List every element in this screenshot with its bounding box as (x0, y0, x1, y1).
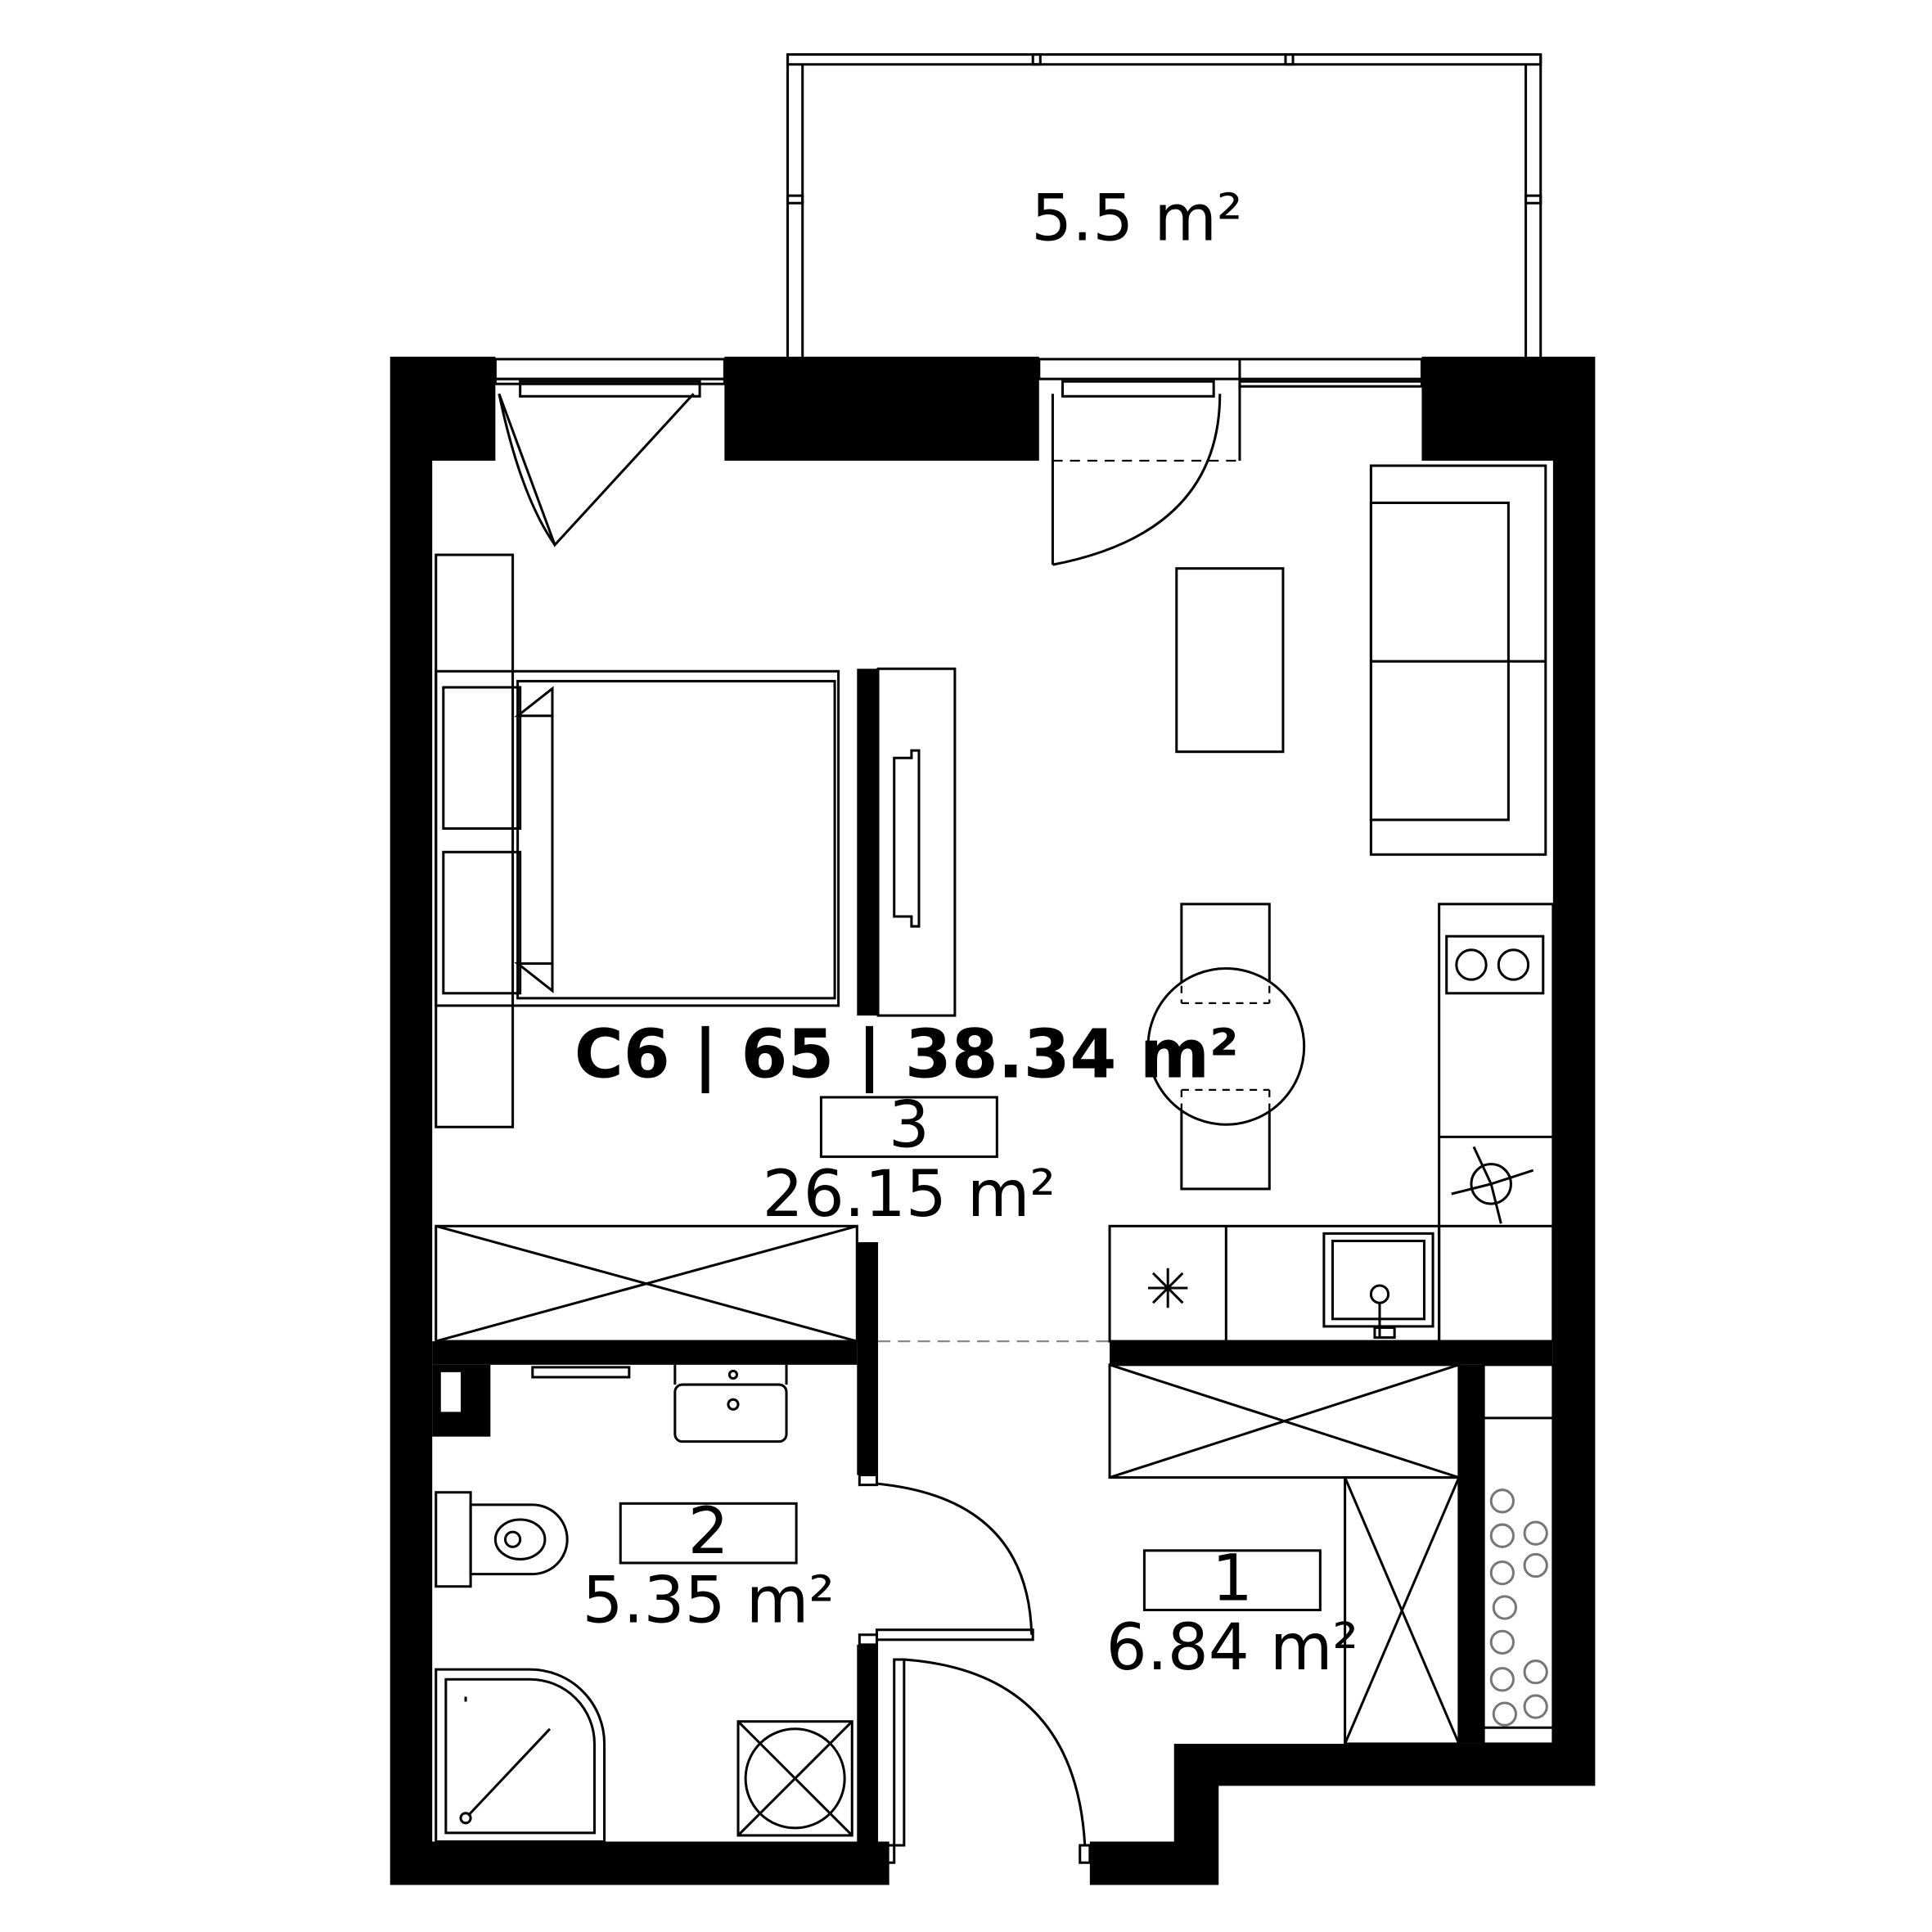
pantry-items-icon (1489, 1488, 1548, 1727)
washer-cross (736, 1720, 853, 1837)
shower-inner (444, 1678, 596, 1835)
washbasin (673, 1383, 788, 1443)
entrance-door-leaf (893, 1658, 906, 1847)
exterior-wall-left (390, 356, 889, 1885)
cooktop (1445, 934, 1545, 995)
basin-tap (727, 1369, 739, 1380)
faucet-icon (1369, 1284, 1396, 1340)
toilet-bowl (469, 1503, 569, 1576)
partition-vertical-upper (857, 1242, 879, 1475)
door-jamb (858, 1633, 879, 1646)
nightstand-top (442, 686, 522, 831)
partition-storage (1458, 1364, 1484, 1744)
bathroom-fixtures (435, 1364, 853, 1844)
window-sill (1238, 380, 1423, 388)
wardrobe-cross (435, 1224, 858, 1343)
door-stop (876, 1844, 896, 1864)
balcony-post (786, 194, 804, 205)
balcony-rail-top (786, 53, 1542, 66)
room-1-number-box (1142, 1549, 1322, 1612)
wardrobe-box (435, 1224, 858, 1343)
bed (435, 669, 840, 1007)
nightstand-bottom (442, 850, 522, 995)
tv-screen (893, 749, 921, 928)
room-1-area: 6.84 m² (1106, 1610, 1358, 1685)
balcony-post (1031, 53, 1042, 66)
door-stop (1079, 1844, 1092, 1864)
labels: 5.5 m² C6 | 65 | 38.34 m² 3 26.15 m² 2 5… (574, 181, 1358, 1686)
towel-rail (531, 1366, 631, 1379)
mattress (516, 679, 836, 1000)
window-pier (724, 356, 1039, 462)
balcony-door-swing (1052, 394, 1222, 566)
bed-area (435, 553, 840, 1128)
unit-title: C6 | 65 | 38.34 m² (574, 1016, 1239, 1095)
bath-shaft (432, 1364, 491, 1437)
kitchen-counter-bottom (1108, 1224, 1555, 1343)
door-jamb (858, 1474, 879, 1487)
extractor-fan-icon (1451, 1146, 1534, 1224)
window-frame-right (1038, 358, 1423, 381)
tv-cabinet (876, 667, 957, 1017)
window-arc (498, 393, 556, 546)
balcony-area-label: 5.5 m² (1031, 181, 1242, 256)
basin-drain (727, 1398, 740, 1411)
cabinet-cross (1344, 1476, 1461, 1745)
balcony-post (1524, 194, 1542, 205)
wardrobe-bath (435, 1224, 858, 1343)
washing-machine (736, 1720, 853, 1837)
kitchen (1108, 903, 1555, 1343)
partition-bath-top (432, 1341, 858, 1365)
pillow-fold-top (514, 686, 554, 718)
room-2-area: 5.35 m² (582, 1563, 834, 1638)
room-3-number: 3 (889, 1087, 930, 1162)
hall-cabinet (1344, 1476, 1461, 1745)
window-swing-left (498, 393, 695, 547)
toilet-flush (503, 1530, 522, 1548)
wardrobe-cross (1109, 1363, 1460, 1479)
pantry (1482, 1363, 1555, 1745)
shower-drain (459, 1812, 472, 1825)
wardrobe (435, 553, 515, 1128)
coffee-table (1175, 567, 1285, 754)
doors (858, 1474, 1092, 1864)
bathroom-door-leaf (876, 1628, 1034, 1642)
entrance-door-swing (903, 1658, 1087, 1846)
burner-right (1497, 948, 1530, 981)
tv-partition (857, 669, 879, 1016)
window-frame-left (493, 358, 726, 381)
hall-storage (1108, 1363, 1555, 1745)
shower-tray (435, 1668, 606, 1844)
burner-left (1455, 948, 1488, 981)
asterisk-icon (1147, 1268, 1188, 1308)
hall-wardrobe (1108, 1363, 1461, 1479)
tv-unit (876, 667, 957, 1017)
room-3-number-box (819, 1096, 998, 1159)
windows (493, 358, 1423, 566)
room-3-area: 26.15 m² (763, 1156, 1056, 1232)
shower-slope (466, 1727, 552, 1817)
washer-drum (744, 1727, 846, 1830)
partition-vertical-lower (857, 1644, 879, 1849)
bathroom-door-swing (876, 1482, 1034, 1635)
balcony (786, 53, 1542, 357)
living-furniture (1146, 464, 1547, 1191)
toilet-seat (493, 1518, 547, 1560)
walls (390, 356, 1596, 1885)
room-1-number: 1 (1212, 1540, 1253, 1615)
window-sill (493, 377, 726, 385)
pillow-fold-bottom (514, 961, 554, 993)
window-sash (1061, 380, 1215, 398)
dining-table (1146, 967, 1306, 1126)
room-2-number: 2 (688, 1493, 729, 1569)
window-sash (519, 380, 701, 398)
balcony-post (1284, 53, 1295, 66)
toilet-cistern (435, 1491, 472, 1588)
room-2-number-box (619, 1502, 798, 1565)
partition-hall-top (1110, 1341, 1553, 1365)
